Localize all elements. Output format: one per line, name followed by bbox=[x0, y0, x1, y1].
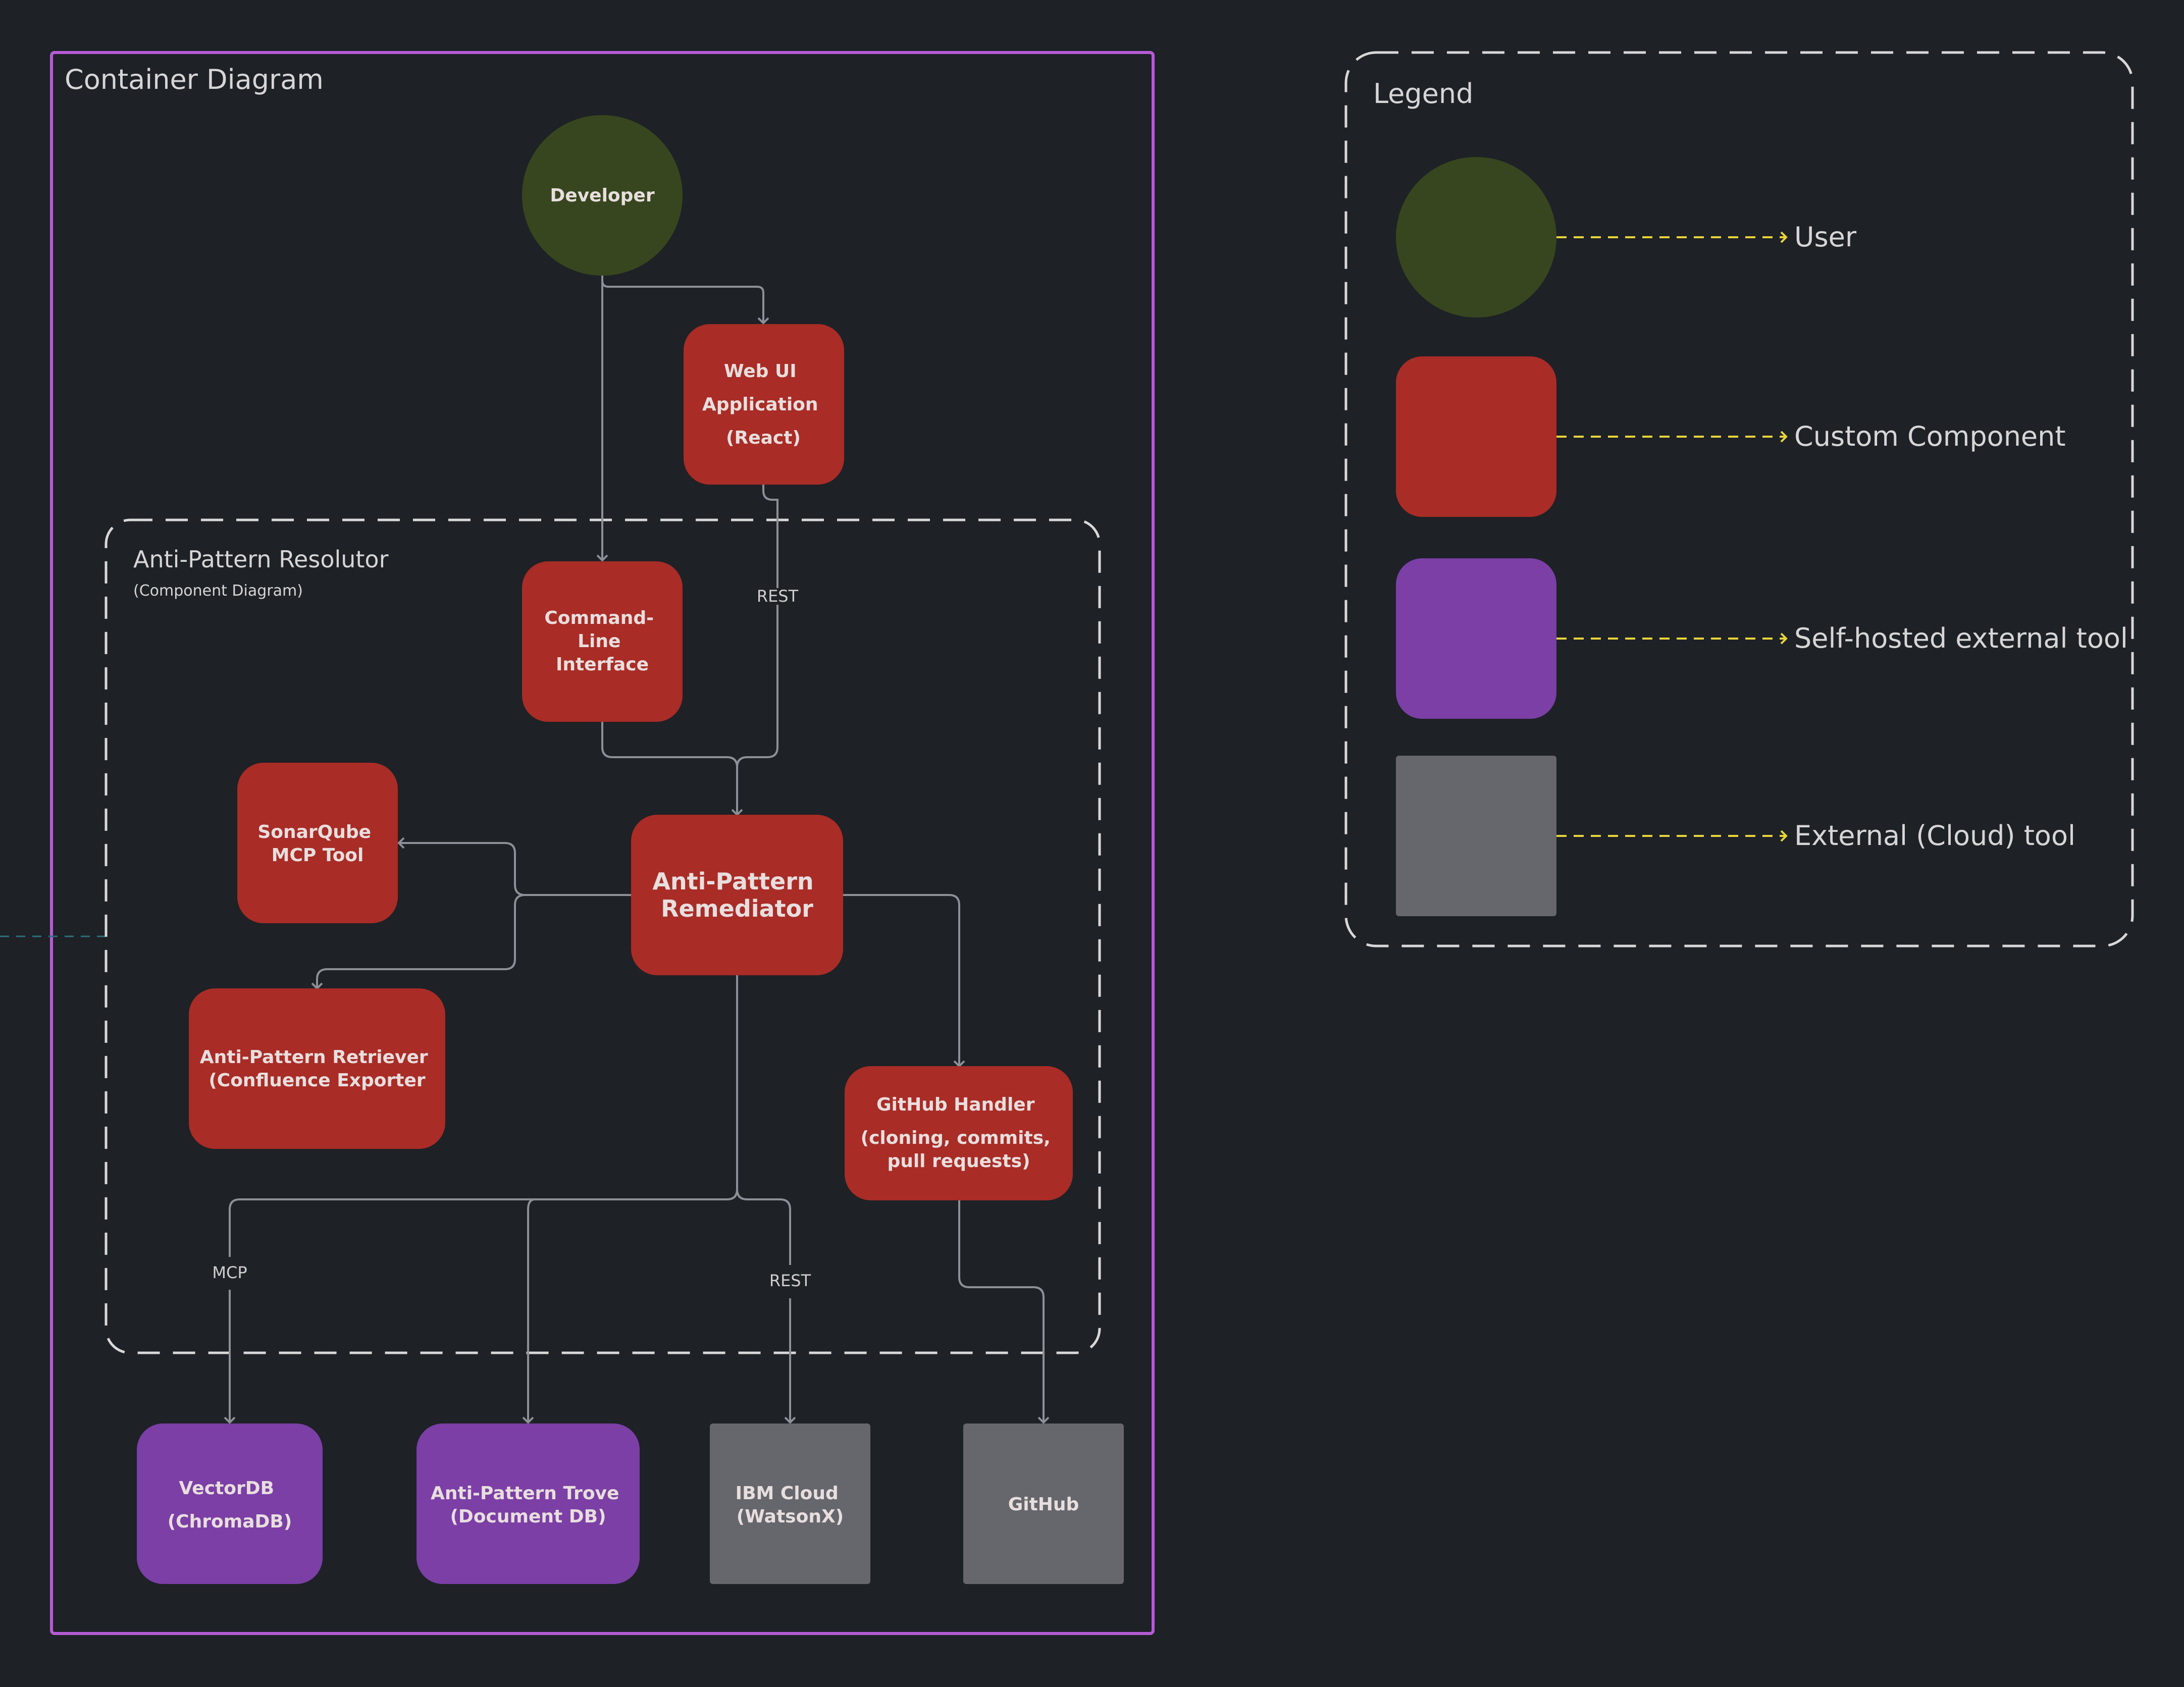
node-remediator[interactable]: Anti-Pattern Remediator bbox=[631, 815, 843, 975]
remediator-line: Remediator bbox=[661, 895, 813, 922]
node-trove[interactable]: Anti-Pattern Trove (Document DB) bbox=[417, 1424, 640, 1584]
developer-line: Developer bbox=[550, 185, 654, 206]
ibmcloud-shape bbox=[710, 1424, 870, 1584]
developer-shape bbox=[522, 115, 683, 276]
sonarqube-shape bbox=[237, 763, 398, 923]
cli-shape bbox=[522, 561, 683, 722]
node-github-handler[interactable]: GitHub Handler (cloning, commits, pull r… bbox=[845, 1066, 1073, 1200]
node-ibmcloud[interactable]: IBM Cloud (WatsonX) bbox=[710, 1424, 870, 1584]
edge-to-ibmcloud bbox=[736, 1189, 791, 1265]
legend-self-hosted-swatch bbox=[1396, 558, 1556, 719]
github-handler-label: GitHub Handler (cloning, commits, pull r… bbox=[861, 1094, 1057, 1172]
connectors bbox=[224, 276, 1050, 1424]
resolutor-title: Anti-Pattern Resolutor bbox=[133, 546, 389, 573]
legend-self-hosted-label: Self-hosted external tool bbox=[1794, 622, 2128, 654]
edge-github-handler-github bbox=[958, 1200, 1050, 1424]
edge-webui-remediator-lower bbox=[736, 605, 778, 815]
resolutor-subtitle: (Component Diagram) bbox=[133, 582, 303, 600]
legend: Legend User Custom Component Self-hosted… bbox=[1344, 51, 2134, 947]
legend-border bbox=[1344, 51, 2134, 947]
container-border bbox=[50, 51, 1155, 1635]
remediator-label: Anti-Pattern Remediator bbox=[652, 868, 821, 922]
retriever-line: Anti-Pattern Retriever bbox=[200, 1047, 428, 1068]
node-webui[interactable]: Web UI Application (React) bbox=[684, 324, 844, 485]
retriever-line: (Confluence Exporter bbox=[209, 1070, 426, 1091]
vectordb-line: (ChromaDB) bbox=[168, 1511, 292, 1532]
legend-user-swatch bbox=[1396, 157, 1556, 318]
cli-line: Command- bbox=[544, 608, 654, 628]
legend-item-self-hosted: Self-hosted external tool bbox=[1396, 558, 2128, 719]
sonarqube-line: SonarQube bbox=[257, 822, 371, 842]
legend-item-cloud: External (Cloud) tool bbox=[1396, 756, 2075, 916]
container-frame: Container Diagram bbox=[50, 51, 1155, 1635]
github-handler-line: pull requests) bbox=[887, 1151, 1030, 1172]
developer-label: Developer bbox=[550, 185, 654, 206]
legend-cloud-swatch bbox=[1396, 756, 1556, 916]
retriever-label: Anti-Pattern Retriever (Confluence Expor… bbox=[200, 1047, 434, 1091]
edge-label-mcp: MCP bbox=[212, 1263, 247, 1282]
cli-line: Interface bbox=[556, 654, 649, 675]
trove-line: (Document DB) bbox=[450, 1506, 606, 1527]
github-handler-line: GitHub Handler bbox=[876, 1094, 1035, 1115]
edge-remediator-down bbox=[229, 975, 738, 1257]
node-retriever[interactable]: Anti-Pattern Retriever (Confluence Expor… bbox=[189, 988, 445, 1149]
vectordb-shape bbox=[137, 1424, 323, 1584]
ibmcloud-label: IBM Cloud (WatsonX) bbox=[736, 1483, 845, 1527]
edge-label-rest-cloud: REST bbox=[769, 1271, 811, 1290]
ibmcloud-line: (WatsonX) bbox=[737, 1506, 844, 1527]
cli-label: Command- Line Interface bbox=[544, 608, 660, 675]
github-shape bbox=[963, 1424, 1124, 1584]
github-handler-shape bbox=[845, 1066, 1073, 1200]
node-vectordb[interactable]: VectorDB (ChromaDB) bbox=[137, 1424, 323, 1584]
github-handler-line: (cloning, commits, bbox=[861, 1128, 1051, 1148]
edge-remediator-sonarqube bbox=[397, 837, 631, 896]
node-sonarqube[interactable]: SonarQube MCP Tool bbox=[237, 763, 398, 923]
trove-line: Anti-Pattern Trove bbox=[431, 1483, 619, 1504]
container-title: Container Diagram bbox=[65, 64, 324, 95]
legend-cloud-label: External (Cloud) tool bbox=[1794, 820, 2075, 852]
legend-user-label: User bbox=[1794, 221, 1857, 253]
legend-title: Legend bbox=[1373, 78, 1473, 110]
edge-webui-remediator bbox=[762, 484, 778, 588]
github-label: GitHub bbox=[1008, 1494, 1079, 1515]
webui-line: Web UI bbox=[724, 361, 797, 382]
remediator-line: Anti-Pattern bbox=[652, 868, 813, 895]
legend-custom-label: Custom Component bbox=[1794, 420, 2066, 452]
github-line: GitHub bbox=[1008, 1494, 1079, 1515]
webui-line: Application bbox=[702, 394, 818, 415]
retriever-shape bbox=[189, 988, 445, 1149]
sonarqube-line: MCP Tool bbox=[272, 845, 364, 866]
webui-line: (React) bbox=[726, 428, 801, 448]
edge-label-rest-webui: REST bbox=[757, 587, 799, 606]
trove-shape bbox=[417, 1424, 640, 1584]
edge-developer-webui bbox=[601, 276, 769, 325]
trove-label: Anti-Pattern Trove (Document DB) bbox=[431, 1483, 626, 1527]
edge-remediator-github-handler bbox=[843, 894, 965, 1068]
node-github[interactable]: GitHub bbox=[963, 1424, 1124, 1584]
cli-line: Line bbox=[578, 631, 620, 652]
node-cli[interactable]: Command- Line Interface bbox=[522, 561, 683, 722]
legend-item-custom: Custom Component bbox=[1396, 356, 2066, 517]
legend-item-user: User bbox=[1396, 157, 1857, 318]
edge-remediator-retriever bbox=[311, 894, 631, 990]
node-developer[interactable]: Developer bbox=[522, 115, 683, 276]
sonarqube-label: SonarQube MCP Tool bbox=[257, 822, 377, 866]
remediator-shape bbox=[631, 815, 843, 975]
webui-label: Web UI Application (React) bbox=[702, 361, 824, 448]
ibmcloud-line: IBM Cloud bbox=[736, 1483, 839, 1504]
edge-cli-remediator bbox=[601, 721, 743, 816]
vectordb-label: VectorDB (ChromaDB) bbox=[168, 1478, 292, 1532]
legend-custom-swatch bbox=[1396, 356, 1556, 517]
edge-to-trove bbox=[522, 1198, 536, 1424]
vectordb-line: VectorDB bbox=[179, 1478, 274, 1499]
webui-shape bbox=[684, 324, 844, 485]
